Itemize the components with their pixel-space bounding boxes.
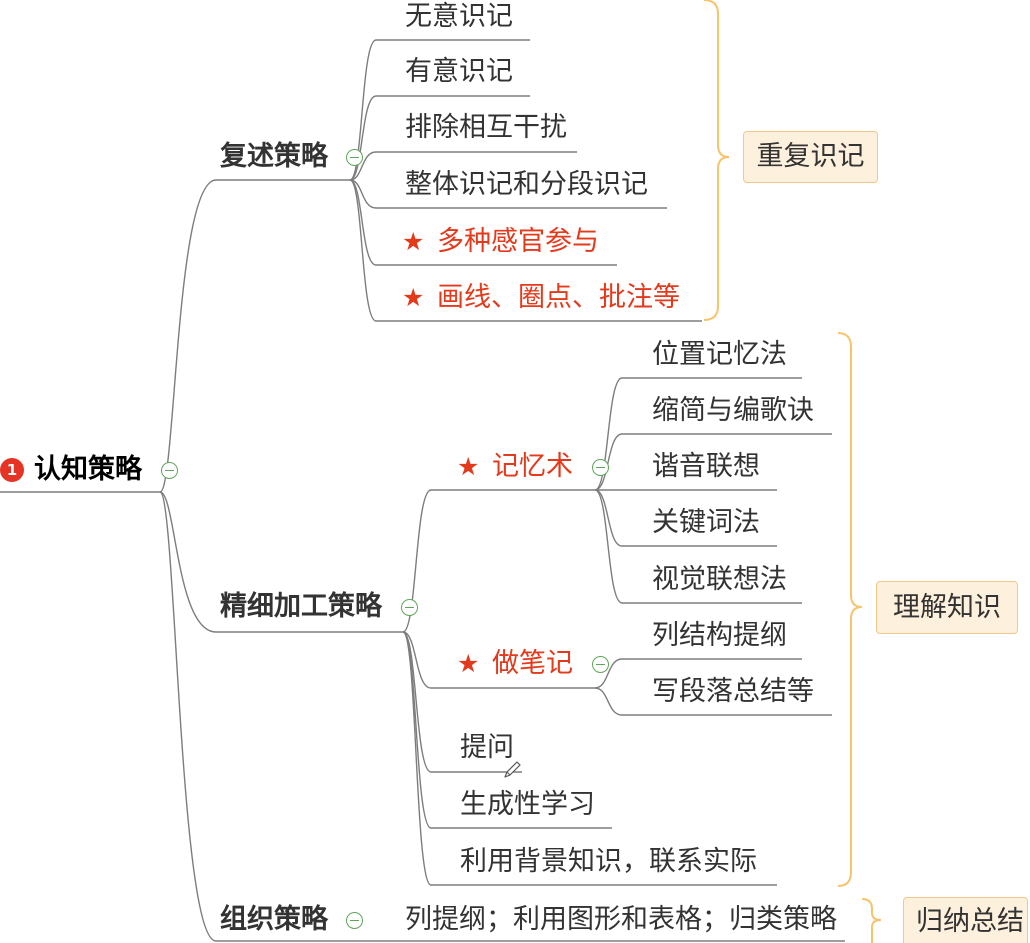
main-topic-rehearsal[interactable]: 复述策略 bbox=[220, 141, 328, 172]
connector bbox=[349, 179, 617, 266]
star-icon: ★ bbox=[402, 227, 425, 256]
collapse-icon[interactable] bbox=[401, 599, 418, 616]
collapse-icon[interactable] bbox=[592, 656, 609, 673]
subtopic-label: 记忆术 bbox=[492, 451, 573, 482]
note-taking-connectors bbox=[594, 658, 832, 716]
root-topic[interactable]: 1 认知策略 bbox=[0, 455, 142, 485]
subtopic-starred[interactable]: ★ 多种感官参与 bbox=[402, 227, 599, 257]
main-topic-elaboration[interactable]: 精细加工策略 bbox=[220, 591, 382, 622]
connector-root-to-organization bbox=[159, 491, 350, 942]
summary-brackets bbox=[703, 0, 882, 943]
main-topic-organization[interactable]: 组织策略 bbox=[220, 904, 328, 935]
subtopic[interactable]: 列提纲；利用图形和表格；归类策略 bbox=[405, 904, 837, 935]
connector bbox=[349, 151, 577, 181]
collapse-icon[interactable] bbox=[161, 462, 178, 479]
summary-bracket bbox=[837, 332, 863, 887]
subtopic[interactable]: 生成性学习 bbox=[460, 789, 595, 820]
star-icon: ★ bbox=[457, 452, 480, 481]
subtopic[interactable]: 位置记忆法 bbox=[652, 339, 787, 370]
root-topic-label: 认知策略 bbox=[34, 454, 142, 485]
summary-bracket bbox=[861, 898, 882, 943]
connector bbox=[594, 377, 802, 491]
subtopic[interactable]: 有意识记 bbox=[405, 56, 513, 87]
star-icon: ★ bbox=[402, 283, 425, 312]
connector bbox=[594, 433, 832, 491]
connector bbox=[594, 489, 802, 604]
priority-badge-icon: 1 bbox=[0, 458, 24, 482]
subtopic-label: 画线、圈点、批注等 bbox=[437, 282, 680, 313]
connector bbox=[349, 179, 702, 322]
summary-box[interactable]: 归纳总结 bbox=[903, 897, 1028, 943]
subtopic-label: 做笔记 bbox=[492, 648, 573, 679]
connector-root-to-rehearsal bbox=[159, 179, 350, 493]
connector bbox=[594, 489, 777, 547]
rehearsal-connectors bbox=[349, 39, 702, 322]
connector bbox=[402, 631, 777, 886]
root-connectors bbox=[0, 179, 403, 942]
subtopic-note-taking[interactable]: ★ 做笔记 bbox=[457, 649, 573, 679]
connector bbox=[594, 687, 832, 716]
subtopic[interactable]: 列结构提纲 bbox=[652, 620, 787, 651]
subtopic[interactable]: 利用背景知识，联系实际 bbox=[460, 846, 757, 877]
subtopic[interactable]: 排除相互干扰 bbox=[405, 112, 567, 143]
subtopic[interactable]: 缩简与编歌诀 bbox=[652, 395, 814, 426]
collapse-icon[interactable] bbox=[592, 459, 609, 476]
pen-cursor-icon bbox=[504, 761, 521, 778]
subtopic[interactable]: 写段落总结等 bbox=[652, 676, 814, 707]
subtopic[interactable]: 关键词法 bbox=[652, 507, 760, 538]
subtopic[interactable]: 无意识记 bbox=[405, 1, 513, 32]
collapse-icon[interactable] bbox=[346, 912, 363, 929]
subtopic[interactable]: 谐音联想 bbox=[652, 451, 760, 482]
star-icon: ★ bbox=[457, 649, 480, 678]
connector bbox=[594, 658, 802, 689]
mnemonics-connectors bbox=[594, 377, 832, 604]
connector bbox=[349, 179, 667, 209]
subtopic-mnemonics[interactable]: ★ 记忆术 bbox=[457, 452, 573, 482]
connector-root-to-elaboration bbox=[159, 491, 403, 633]
subtopic-label: 多种感官参与 bbox=[437, 226, 599, 257]
connector bbox=[349, 39, 530, 181]
subtopic[interactable]: 视觉联想法 bbox=[652, 564, 787, 595]
subtopic-starred[interactable]: ★ 画线、圈点、批注等 bbox=[402, 283, 680, 313]
summary-box[interactable]: 理解知识 bbox=[876, 581, 1018, 634]
collapse-icon[interactable] bbox=[346, 149, 363, 166]
elaboration-connectors bbox=[402, 489, 777, 886]
subtopic[interactable]: 整体识记和分段识记 bbox=[405, 169, 648, 200]
subtopic[interactable]: 提问 bbox=[460, 732, 514, 763]
connector bbox=[402, 631, 595, 689]
connector bbox=[402, 489, 595, 633]
summary-bracket bbox=[703, 0, 730, 321]
summary-box[interactable]: 重复识记 bbox=[743, 131, 878, 183]
connector bbox=[349, 95, 530, 181]
